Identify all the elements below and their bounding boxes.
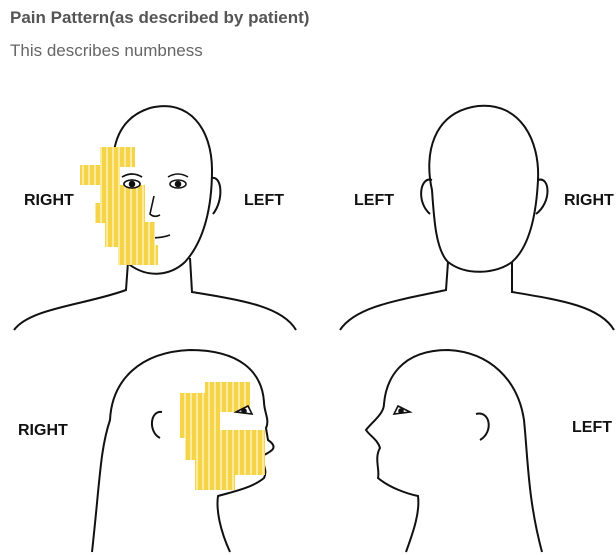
back-label-right: RIGHT	[564, 192, 614, 209]
front-label-left: LEFT	[244, 192, 284, 209]
left-profile-label: LEFT	[572, 419, 612, 436]
left-profile-head-outline	[366, 350, 542, 552]
right-profile-ear	[152, 412, 162, 438]
front-face-features-overlay	[122, 174, 142, 188]
front-numbness-region	[80, 147, 158, 265]
left-profile-features	[394, 406, 410, 414]
back-label-left: LEFT	[354, 192, 394, 209]
left-profile-view	[366, 350, 542, 552]
front-label-right: RIGHT	[24, 192, 74, 209]
right-profile-label: RIGHT	[18, 422, 68, 439]
front-neck-shoulders	[14, 258, 296, 330]
back-head-outline	[429, 106, 538, 272]
front-nose	[150, 196, 160, 216]
back-view	[340, 106, 614, 330]
front-left-ear	[212, 178, 220, 214]
right-profile-numbness-region	[180, 382, 265, 490]
left-profile-ear	[476, 414, 489, 440]
front-view	[14, 106, 296, 330]
